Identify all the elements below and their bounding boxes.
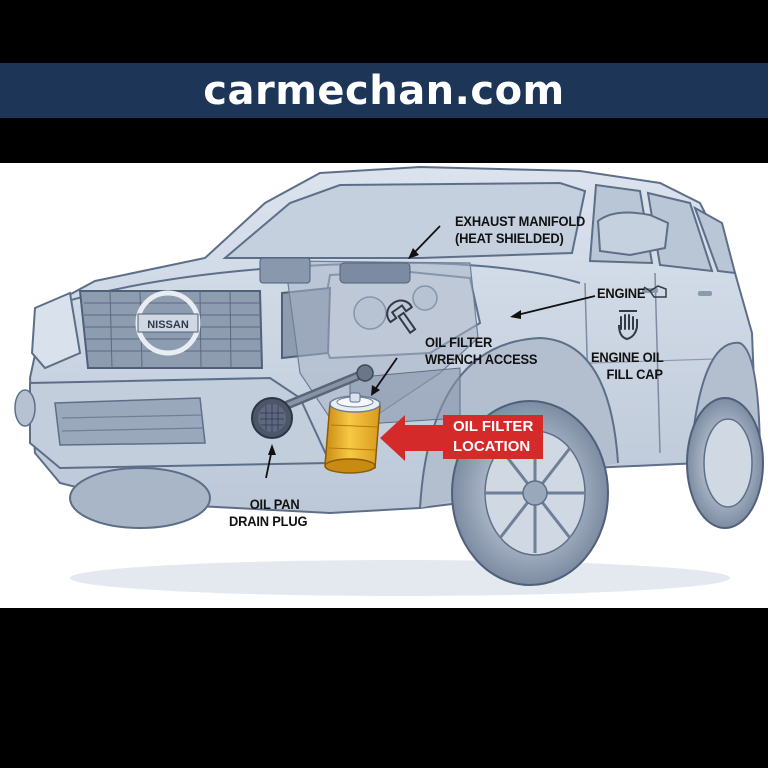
label-oil-pan-drain-plug: OIL PAN DRAIN PLUG xyxy=(229,496,308,529)
left-headlight xyxy=(30,291,82,370)
oil-filter-location-callout: OIL FILTER LOCATION xyxy=(443,415,543,459)
vehicle-illustration: NISSAN xyxy=(14,165,764,596)
label-engine: ENGINE xyxy=(597,285,646,301)
oil-filter-arrow xyxy=(380,415,445,461)
oil-filter-icon xyxy=(324,392,381,474)
wrench-icon xyxy=(386,299,417,335)
site-banner: carmechan.com xyxy=(0,63,768,118)
label-oil-filter-wrench-access: OIL FILTER WRENCH ACCESS xyxy=(425,334,538,367)
site-name: carmechan.com xyxy=(203,67,565,114)
ground-shadow xyxy=(70,560,730,596)
windshield xyxy=(222,181,587,259)
rear-quarter-window xyxy=(693,205,737,275)
label-exhaust-manifold: EXHAUST MANIFOLD (HEAT SHIELDED) xyxy=(455,213,586,246)
oil-can-icon xyxy=(643,285,667,298)
hand-cap-icon xyxy=(618,310,638,341)
oil-filter-diagram: NISSAN xyxy=(0,163,768,608)
nissan-badge: NISSAN xyxy=(147,319,189,331)
label-engine-oil-fill-cap: ENGINE OIL FILL CAP xyxy=(591,349,664,382)
socket-wrench-icon xyxy=(251,364,374,439)
side-mirror xyxy=(596,211,670,257)
